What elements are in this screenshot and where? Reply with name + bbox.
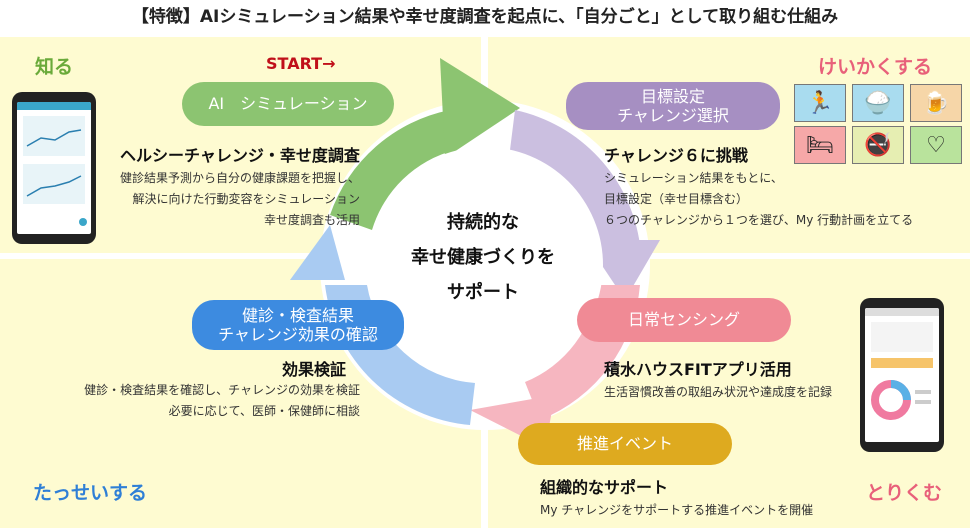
- step-pill-checkup: 健診・検査結果 チャレンジ効果の確認: [192, 300, 404, 350]
- step-heading-ai: ヘルシーチャレンジ・幸せ度調査: [120, 146, 360, 165]
- cycle-arrowhead-green: [440, 58, 520, 158]
- corner-label-plan: けいかくする: [818, 56, 933, 78]
- step-pill-label: AI シミュレーション: [208, 94, 368, 114]
- heart-icon: ♡: [910, 126, 962, 164]
- desc-line: 幸せ度調査も活用: [263, 213, 360, 227]
- step-pill-label: チャレンジ効果の確認: [218, 325, 378, 344]
- simulation-graph: [17, 102, 91, 226]
- step-heading-event: 組織的なサポート: [540, 478, 669, 497]
- step-pill-daily-sensing: 日常センシング: [577, 298, 791, 342]
- step-desc-ai: 健診結果予測から自分の健康課題を把握し、 解決に向けた行動変容をシミュレーション…: [108, 168, 360, 231]
- desc-line: シミュレーション結果をもとに、: [604, 171, 783, 185]
- page-title: 【特徴】AIシミュレーション結果や幸せ度調査を起点に、「自分ごと」として取り組む…: [131, 7, 839, 27]
- step-pill-label: 推進イベント: [576, 434, 673, 454]
- step-pill-label: 健診・検査結果: [241, 305, 354, 325]
- phone-fit-app: [860, 298, 944, 452]
- center-line: 持続的な: [447, 212, 519, 233]
- step-desc-goal: シミュレーション結果をもとに、 目標設定（幸せ目標含む） ６つのチャレンジから１…: [604, 168, 913, 231]
- start-label: START→: [266, 54, 336, 73]
- desc-line: 目標設定（幸せ目標含む）: [604, 192, 749, 206]
- center-line: 幸せ健康づくりを: [411, 247, 555, 268]
- step-pill-ai-simulation: AI シミュレーション: [182, 82, 394, 126]
- fit-app-donut-chart: [865, 308, 939, 420]
- step-pill-label: チャレンジ選択: [617, 106, 729, 125]
- step-desc-sensing: 生活習慣改善の取組み状況や達成度を記録: [604, 382, 832, 403]
- cycle-arc-purple: [510, 110, 640, 245]
- center-message: 持続的な 幸せ健康づくりを サポート: [388, 205, 578, 310]
- beer-mug-icon: 🍺: [910, 84, 962, 122]
- cycle-arc-green: [330, 110, 455, 230]
- sleep-bed-icon: 🛏: [794, 126, 846, 164]
- desc-line: My チャレンジをサポートする推進イベントを開催: [540, 503, 814, 517]
- cycle-ring-inner: [367, 147, 603, 383]
- desc-line: 必要に応じて、医師・保健師に相談: [168, 404, 360, 418]
- step-heading-goal: チャレンジ６に挑戦: [604, 146, 748, 165]
- desc-line: 生活習慣改善の取組み状況や達成度を記録: [604, 385, 833, 399]
- exercise-icon: 🏃: [794, 84, 846, 122]
- desc-line: 解決に向けた行動変容をシミュレーション: [132, 192, 360, 206]
- step-pill-goal-setting: 目標設定 チャレンジ選択: [566, 82, 780, 130]
- center-line: サポート: [447, 282, 519, 303]
- phone-screen: [865, 308, 939, 442]
- step-desc-checkup: 健診・検査結果を確認し、チャレンジの効果を検証 必要に応じて、医師・保健師に相談: [80, 380, 360, 422]
- desc-line: 健診結果予測から自分の健康課題を把握し、: [119, 171, 360, 185]
- cycle-arrowhead-purple: [585, 240, 660, 300]
- phone-simulation: [12, 92, 96, 244]
- corner-label-act: とりくむ: [866, 482, 943, 504]
- corner-label-know: 知る: [35, 56, 74, 78]
- phone-screen: [17, 102, 91, 234]
- step-pill-label: 目標設定: [640, 86, 705, 106]
- desc-line: ６つのチャレンジから１つを選び、My 行動計画を立てる: [604, 213, 914, 227]
- no-smoking-icon: 🚭: [852, 126, 904, 164]
- cycle-arrowhead-blue: [290, 225, 345, 280]
- desc-line: 健診・検査結果を確認し、チャレンジの効果を検証: [84, 383, 360, 397]
- meal-bowl-icon: 🍚: [852, 84, 904, 122]
- step-heading-sensing: 積水ハウスFITアプリ活用: [604, 360, 792, 379]
- step-pill-promotion-event: 推進イベント: [518, 423, 732, 465]
- step-pill-label: 日常センシング: [627, 310, 740, 330]
- corner-label-achieve: たっせいする: [33, 482, 148, 504]
- step-heading-checkup: 効果検証: [282, 360, 347, 379]
- step-desc-event: My チャレンジをサポートする推進イベントを開催: [540, 500, 813, 521]
